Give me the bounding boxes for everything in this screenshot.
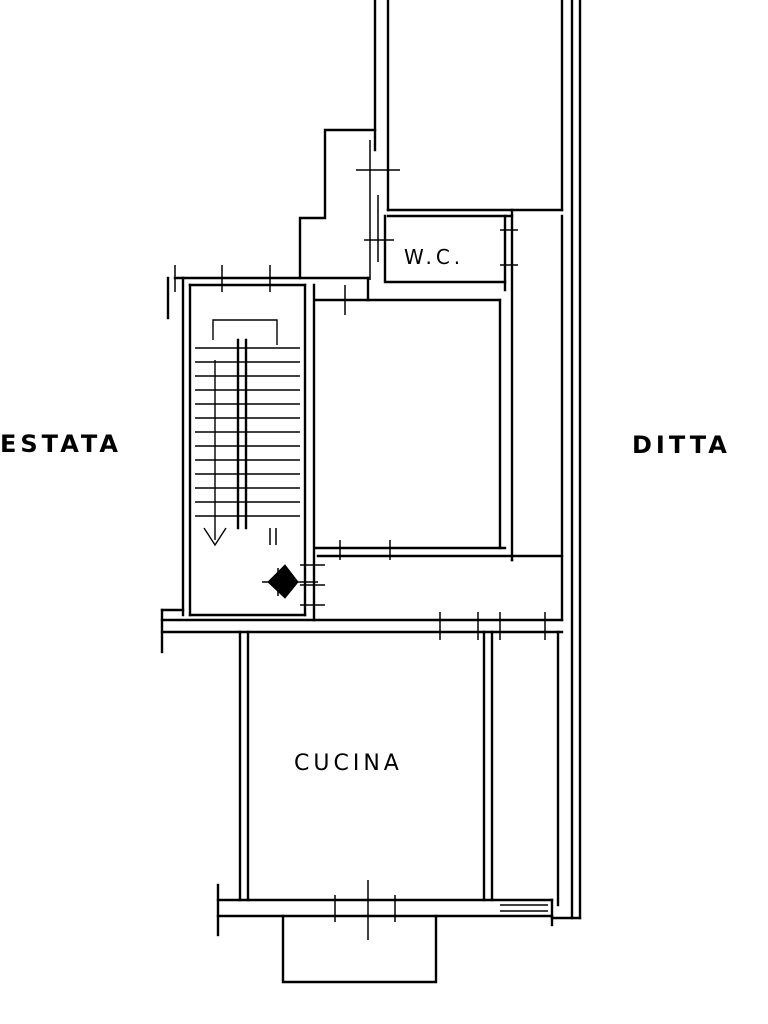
- label-wc: W.C.: [404, 245, 464, 269]
- label-left: ESTATA: [0, 430, 122, 458]
- kitchen-area: [162, 610, 562, 905]
- stair-core: [162, 265, 325, 620]
- outer-walls: [300, 0, 580, 918]
- label-right: DITTA: [632, 431, 731, 459]
- stair-arrow-icon: [204, 360, 226, 545]
- central-room: [175, 216, 562, 620]
- door-swing-icon: [262, 565, 318, 598]
- label-kitchen: CUCINA: [294, 751, 403, 776]
- wc-room: [356, 140, 518, 560]
- stair-treads: [195, 348, 300, 516]
- balcony: [218, 880, 552, 982]
